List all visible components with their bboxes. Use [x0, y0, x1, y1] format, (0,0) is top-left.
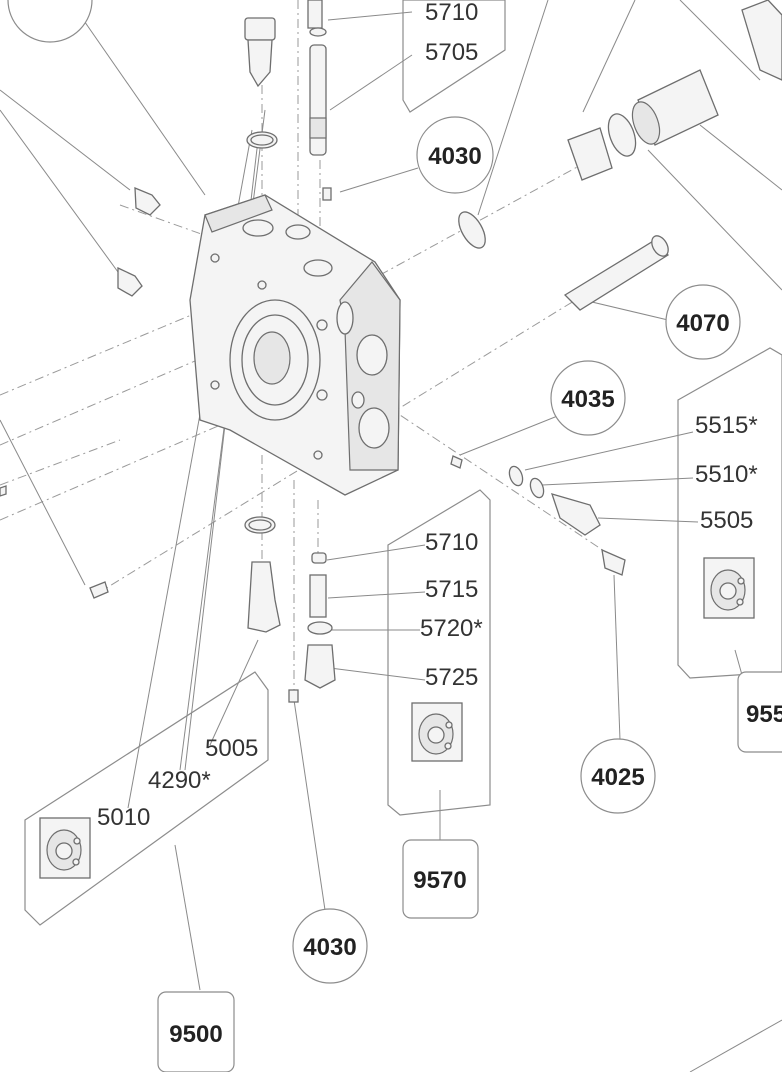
label-5725: 5725	[425, 664, 478, 691]
label-5510: 5510*	[695, 461, 758, 488]
seal-kit-icon	[411, 702, 463, 762]
seal-kit-icons	[39, 557, 755, 879]
label-5715: 5715	[425, 576, 478, 603]
kit-box-9570	[387, 489, 491, 816]
kit-box-955	[677, 347, 782, 679]
label-5720: 5720*	[420, 615, 483, 642]
label-5710-top: 5710	[425, 0, 478, 26]
callout-4030-top: 4030	[428, 143, 481, 170]
seal-kit-icon	[703, 557, 755, 619]
callout-4025: 4025	[591, 764, 644, 791]
callout-4030-bottom: 4030	[303, 934, 356, 961]
seal-kit-icon	[39, 817, 91, 879]
parts	[0, 0, 782, 703]
kit-box-top-right	[402, 0, 506, 113]
label-5515: 5515*	[695, 412, 758, 439]
label-5010: 5010	[97, 804, 150, 831]
callout-4035: 4035	[561, 386, 614, 413]
part-labels: 5710 5705 5515* 5510* 5505 5710 5715 572…	[97, 0, 758, 831]
label-5005: 5005	[205, 735, 258, 762]
kit-boxes	[24, 0, 782, 926]
valve-body	[189, 194, 401, 496]
label-5705: 5705	[425, 39, 478, 66]
kit-box-9500	[24, 671, 269, 926]
callout-9500: 9500	[169, 1021, 222, 1048]
callout-shapes	[7, 0, 782, 1073]
callout-955: 955	[746, 701, 782, 728]
callout-9570: 9570	[413, 867, 466, 894]
callout-4070: 4070	[676, 310, 729, 337]
label-5710-mid: 5710	[425, 529, 478, 556]
label-5505: 5505	[700, 507, 753, 534]
label-4290: 4290*	[148, 767, 211, 794]
callout-labels: 4030 4070 4035 4025 9570 4030 9500 955	[169, 143, 782, 1048]
